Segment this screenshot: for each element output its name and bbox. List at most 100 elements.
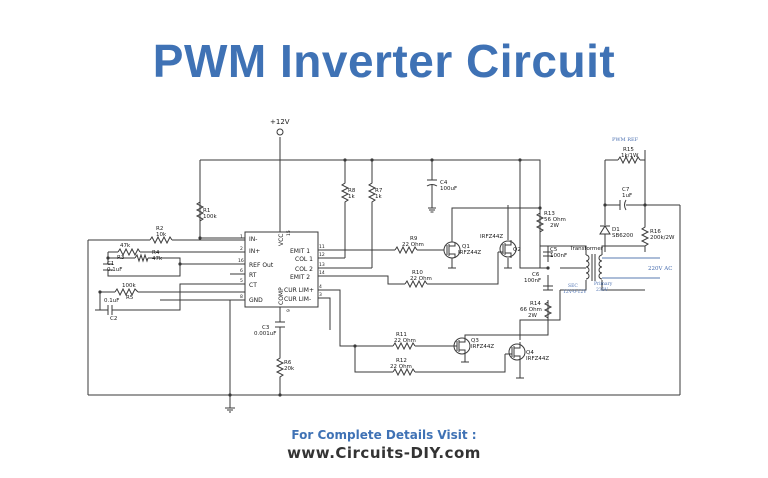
r8-resistor-icon (340, 180, 350, 205)
r9-resistor-icon (394, 245, 418, 255)
r14-value: 66 Ohm (520, 307, 542, 313)
ic-pin-num-3: 3 (319, 292, 322, 298)
c6-value: 100nF (524, 278, 541, 284)
ic-pin-emit2: EMIT 2 (290, 274, 310, 281)
ic-pin-ref-out: REF Out (249, 262, 274, 269)
r6-resistor-icon (275, 355, 285, 378)
r12-value: 22 Ohm (390, 364, 412, 370)
q4-label: Q4 (526, 350, 534, 356)
r4-label: R4 (152, 250, 160, 256)
c1-value: 0.1uF (107, 267, 122, 273)
r13-label: R13 (544, 211, 555, 217)
q1-part: IRFZ44Z (458, 250, 481, 256)
q3-part: IRFZ44Z (471, 344, 494, 350)
r11-value: 22 Ohm (394, 338, 416, 344)
ic-pin-comp-num: 9 (286, 309, 292, 312)
r4-value: 47k (152, 256, 163, 262)
ic-pin-num-6: 6 (240, 268, 243, 274)
r6-label: R6 (284, 360, 292, 366)
c3-label: C3 (262, 325, 270, 331)
q4-part: IRFZ44Z (526, 356, 549, 362)
r9-label: R9 (410, 236, 418, 242)
ic-pin-rt: RT (249, 272, 257, 279)
website-link[interactable]: www.Circuits-DIY.com (287, 444, 481, 462)
ic-pin-col1: COL 1 (295, 256, 313, 263)
r14-label: R14 (530, 301, 541, 307)
r11-resistor-icon (392, 341, 416, 351)
transformer-icon (585, 254, 603, 281)
r3-resistor-icon (117, 247, 141, 257)
c1-label: C1 (107, 261, 114, 267)
r15-value: 1k/1W (621, 153, 639, 159)
diode-d1-icon (599, 225, 611, 238)
ic-pin-in-plus: IN+ (249, 248, 260, 255)
c6-label: C6 (532, 272, 540, 278)
c2-value: 0.1uF (104, 298, 119, 304)
sec-label: SEC (568, 283, 578, 289)
r2-value: 10k (156, 232, 167, 238)
mosfet-q2-icon (498, 240, 517, 258)
r16-resistor-icon (640, 225, 650, 247)
r7-label: R7 (375, 188, 383, 194)
r2-resistor-icon (149, 235, 173, 245)
r1-label: R1 (203, 208, 210, 214)
ic-pin-num-14: 14 (319, 270, 325, 276)
r12-label: R12 (396, 358, 407, 364)
ic-pin-num-5: 5 (240, 278, 243, 284)
r14-power: 2W (528, 313, 537, 319)
mosfet-q3-icon (450, 337, 471, 355)
ic-pin-num-16: 16 (238, 258, 244, 264)
d1-label: D1 (612, 227, 620, 233)
c7-label: C7 (622, 187, 630, 193)
r15-resistor-icon (617, 155, 641, 165)
pwm-ref-label: PWM REF (612, 137, 639, 143)
capacitor-symbols (103, 178, 630, 330)
r8-label: R8 (348, 188, 356, 194)
r10-label: R10 (412, 270, 423, 276)
r7-value: 1k (375, 194, 382, 200)
ic-pin-num-4: 4 (319, 284, 322, 290)
r8-value: 1k (348, 194, 355, 200)
ic-pin-num-2: 2 (240, 246, 243, 252)
ic-pin-gnd: GND (249, 297, 263, 304)
c4-value: 100uF (440, 186, 457, 192)
r11-label: R11 (396, 332, 407, 338)
r6-value: 20k (284, 366, 295, 372)
junction-dots (98, 158, 647, 397)
c3-value: 0.001uF (254, 331, 276, 337)
ic-pin-cur-lim-minus: CUR LIM- (284, 296, 311, 303)
r12-resistor-icon (392, 367, 416, 377)
q1-label: Q1 (462, 244, 470, 250)
resistor-symbols (114, 155, 650, 378)
c2-label: C2 (110, 316, 117, 322)
r1-resistor-icon (195, 198, 205, 222)
mosfet-q4-icon (505, 342, 526, 361)
ic-pin-emit1: EMIT 1 (290, 248, 310, 255)
r4-resistor-icon (134, 253, 149, 263)
ic-pin-vcc-num: 15 (286, 230, 292, 236)
ac-output-label: 220V AC (648, 266, 672, 272)
c5-value: 100nF (550, 253, 567, 259)
ic-pin-comp: COMP (278, 287, 285, 305)
c4-label: C4 (440, 180, 448, 186)
r10-value: 22 Ohm (410, 276, 432, 282)
ic-pin-vcc: VCC (278, 234, 285, 246)
visit-label: For Complete Details Visit : (291, 428, 477, 442)
q3-label: Q3 (471, 338, 479, 344)
q2-label: Q2 (513, 247, 521, 253)
mosfet-q1-icon (443, 241, 461, 259)
r2-label: R2 (156, 226, 163, 232)
transformer-label: Transformer (569, 246, 604, 252)
ic-pin-num-11: 11 (319, 244, 325, 250)
r14-resistor-icon (543, 300, 553, 319)
r1-value: 100k (203, 214, 217, 220)
ic-pin-ct: CT (249, 282, 257, 289)
primary-label: Primary (594, 281, 613, 287)
r16-label: R16 (650, 229, 661, 235)
ic-pin-cur-lim-plus: CUR LIM+ (284, 287, 314, 294)
r5-label: R5 (126, 295, 134, 301)
component-labels: R1 100k R2 10k 47k R3 R4 47k 100k R5 C1 … (104, 137, 675, 372)
ic-pin-in-minus: IN- (249, 236, 257, 243)
r5-value: 100k (122, 283, 136, 289)
